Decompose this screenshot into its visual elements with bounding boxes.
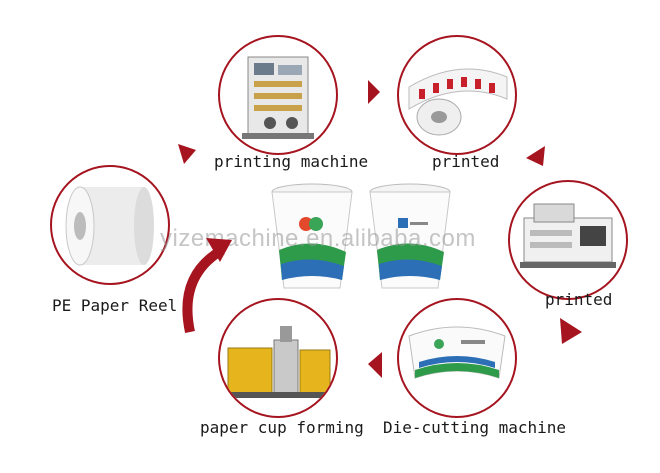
label-printed-right: printed bbox=[545, 290, 613, 309]
node-pe-paper-reel bbox=[50, 165, 170, 285]
label-pe-paper-reel: PE Paper Reel bbox=[52, 296, 178, 315]
label-die-cutting-machine: Die-cutting machine bbox=[383, 418, 567, 437]
arrow-to-printing-machine bbox=[178, 144, 196, 164]
printed-roll-image bbox=[408, 68, 508, 136]
cup-forming-machine-image bbox=[226, 326, 332, 398]
node-printed-roll bbox=[397, 35, 517, 155]
die-cutting-press-image bbox=[520, 203, 616, 268]
node-die-cutting-press bbox=[508, 180, 628, 300]
arrow-to-printed-top bbox=[368, 80, 380, 104]
paper-reel-image bbox=[65, 186, 154, 266]
curved-arrow-to-cups bbox=[182, 245, 225, 334]
label-printing-machine: printing machine bbox=[214, 152, 369, 171]
arrow-to-die-cut-blanks bbox=[560, 318, 582, 344]
node-printing-machine bbox=[218, 35, 338, 155]
printing-machine-image bbox=[242, 56, 314, 139]
arrow-to-die-cutting-press bbox=[526, 146, 545, 166]
center-paper-cups bbox=[262, 180, 462, 295]
arrow-to-cup-forming bbox=[368, 352, 382, 378]
label-printed-top: printed bbox=[432, 152, 500, 171]
node-die-cut-blanks bbox=[397, 298, 517, 418]
label-paper-cup-forming: paper cup forming bbox=[200, 418, 364, 437]
node-paper-cup-forming bbox=[218, 298, 338, 418]
die-cut-blank-image bbox=[408, 326, 506, 379]
paper-cups-image bbox=[271, 183, 451, 289]
watermark: yizemachine.en.alibaba.com bbox=[160, 225, 476, 252]
